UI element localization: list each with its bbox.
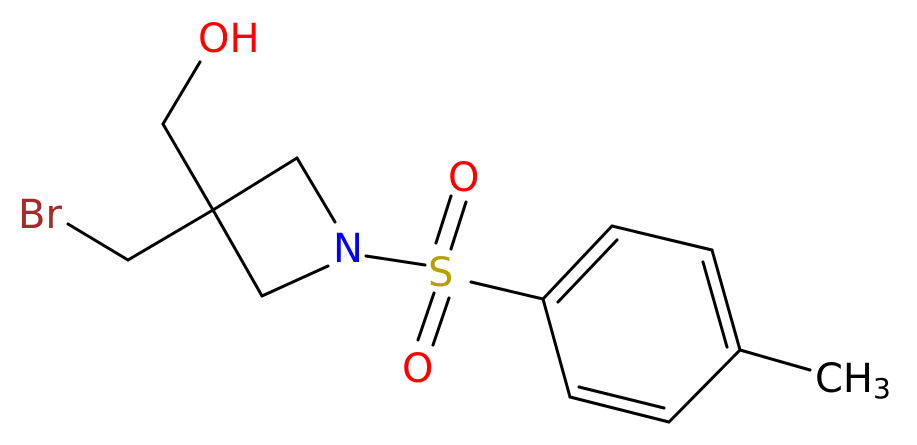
bond-ch2br-c3 (126, 208, 215, 262)
bond-ctop-n (295, 156, 337, 224)
bond-s-o-bottom-a (416, 291, 436, 342)
bond-c3-ctop (211, 156, 299, 212)
oxygen-top-label: O (448, 155, 479, 201)
methyl-main: CH (815, 356, 873, 402)
hydroxyl-label: OH (198, 16, 260, 62)
ring-bond-3-inner (701, 260, 729, 349)
ring-bond-1-inner (556, 238, 619, 304)
ring-bond-1 (541, 224, 614, 301)
bond-s-o-top-a (434, 194, 453, 245)
ring-bond-4 (667, 348, 742, 424)
methyl-label: CH3 (815, 356, 891, 405)
sulfur-label: S (428, 250, 453, 296)
oxygen-bottom-label: O (402, 346, 433, 392)
bromine-label: Br (18, 192, 62, 238)
bond-s-o-top-b (449, 200, 468, 251)
bond-s-ring (469, 280, 545, 301)
bond-oh-ch2 (161, 60, 202, 126)
atom-labels: OH Br N S O O CH3 (18, 16, 891, 405)
bond-s-o-bottom-b (431, 296, 451, 347)
ring-bond-5-inner (577, 385, 666, 410)
bond-n-cbottom (260, 264, 330, 298)
bond-cbottom-c3 (211, 208, 264, 298)
methyl-subscript: 3 (873, 372, 891, 405)
ring-bond-6 (541, 297, 572, 399)
ring-bond-3 (710, 248, 742, 352)
ring-bond-2 (610, 224, 714, 252)
nitrogen-label: N (333, 226, 363, 272)
bond-br-ch2 (66, 222, 130, 262)
bond-ch2-c3 (161, 122, 215, 212)
bond-ring-methyl (738, 348, 812, 372)
bonds (66, 60, 812, 424)
ring-bond-5 (568, 395, 671, 424)
bond-n-s (364, 254, 427, 267)
